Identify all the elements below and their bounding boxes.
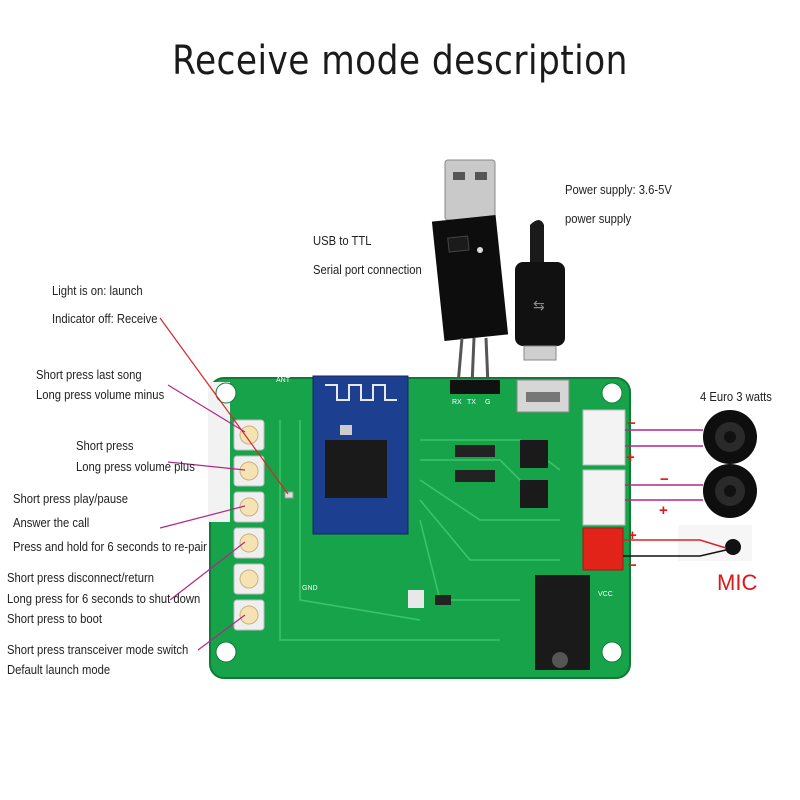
label-btn2-long: Long press volume plus [76, 460, 195, 474]
label-btn5-short: Short press transceiver mode switch [7, 643, 189, 657]
label-speakers: 4 Euro 3 watts [700, 390, 772, 404]
microphone-icon [678, 525, 752, 561]
label-btn1-short: Short press last song [36, 368, 142, 382]
label-power-supply-2: power supply [565, 212, 632, 226]
minus-mark: − [627, 415, 636, 432]
speaker-icon [703, 464, 757, 518]
minus-mark: − [660, 471, 669, 488]
label-btn3-short: Short press play/pause [13, 492, 129, 506]
page-title: Receive mode description [172, 38, 628, 84]
label-btn1-long: Long press volume minus [36, 388, 165, 402]
plus-mark: + [659, 502, 668, 519]
label-power-supply: Power supply: 3.6-5V [565, 183, 672, 197]
pin-vcc: VCC [598, 591, 613, 598]
label-indicator-off: Indicator off: Receive [52, 312, 158, 326]
label-btn5-default: Default launch mode [7, 663, 111, 677]
pin-tx: TX [467, 399, 476, 406]
pin-gnd: GND [302, 585, 318, 592]
pcb-board [208, 375, 631, 679]
label-btn4-long: Long press for 6 seconds to shut down [7, 592, 201, 606]
minus-mark: − [628, 557, 637, 574]
plus-mark: + [628, 527, 637, 544]
label-light-on: Light is on: launch [52, 284, 143, 298]
speaker-icon [703, 410, 757, 464]
label-btn4-boot: Short press to boot [7, 612, 103, 626]
label-mic: MIC [717, 570, 758, 595]
callout-line [167, 384, 246, 433]
callout-line [167, 461, 246, 471]
label-btn3-answer: Answer the call [13, 516, 90, 530]
plus-mark: + [626, 449, 635, 466]
pin-rx: RX [452, 399, 462, 406]
callout-line [197, 614, 246, 651]
label-btn4-short: Short press disconnect/return [7, 571, 154, 585]
label-btn3-long: Press and hold for 6 seconds to re-pair [13, 540, 207, 554]
label-btn2-short: Short press [76, 439, 134, 453]
callout-line [169, 541, 246, 601]
label-usb-ttl: USB to TTL [313, 234, 372, 248]
micro-usb-plug: ⇆ [515, 220, 565, 361]
label-serial-port: Serial port connection [313, 263, 422, 277]
pin-g: G [485, 399, 490, 406]
svg-text:⇆: ⇆ [533, 298, 545, 314]
indicator-pointer-line [159, 317, 289, 495]
usb-ttl-adapter [431, 159, 509, 386]
pin-ant: ANT [276, 377, 291, 384]
callout-line [159, 505, 246, 529]
